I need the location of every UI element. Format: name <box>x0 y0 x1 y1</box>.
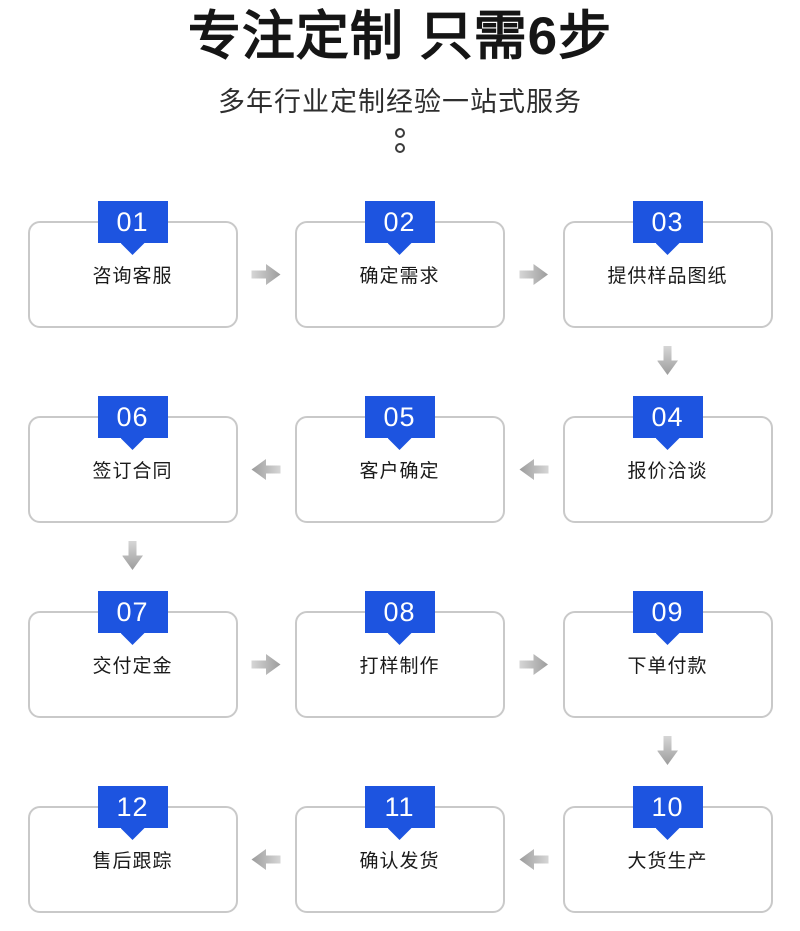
step-number: 12 <box>116 791 149 822</box>
step-number: 09 <box>651 596 684 627</box>
flow-row-4: 售后跟踪 12 确认发货 11 <box>27 786 773 913</box>
step-number: 06 <box>116 401 149 432</box>
step-number: 03 <box>651 206 684 237</box>
step-label: 确定需求 <box>359 266 440 287</box>
arrow-cell <box>238 201 295 328</box>
arrow-down-icon <box>657 736 678 765</box>
arrow-down-icon <box>122 541 143 570</box>
arrow-right-icon <box>251 264 281 285</box>
arrow-down-icon <box>657 346 678 375</box>
arrow-cell <box>505 591 563 718</box>
step-card-04: 报价洽谈 04 <box>562 396 773 523</box>
step-number: 01 <box>116 206 149 237</box>
arrow-cell <box>238 591 295 718</box>
arrow-cell <box>505 201 563 328</box>
connector-row-3 <box>28 718 773 786</box>
arrow-cell <box>505 396 563 523</box>
step-card-02: 确定需求 02 <box>294 201 505 328</box>
ring-dot-icon <box>395 128 405 138</box>
step-label: 售后跟踪 <box>92 851 173 872</box>
step-label: 打样制作 <box>359 656 440 677</box>
down-arrow-cell <box>563 718 773 786</box>
colon-dots-icon <box>0 128 800 153</box>
step-number: 11 <box>384 791 415 822</box>
arrow-left-icon <box>252 849 281 870</box>
arrow-right-icon <box>251 654 281 675</box>
down-arrow-cell <box>28 523 238 591</box>
step-number-badge: 03 <box>632 201 703 255</box>
arrow-left-icon <box>519 459 548 480</box>
step-card-08: 打样制作 08 <box>294 591 505 718</box>
step-label: 报价洽谈 <box>627 461 708 482</box>
step-number-badge: 01 <box>97 201 168 255</box>
process-infographic: 专注定制 只需6步 多年行业定制经验一站式服务 咨询客服 01 确定需求 <box>0 6 800 931</box>
step-number-badge: 05 <box>364 396 435 450</box>
step-number-badge: 07 <box>97 591 168 645</box>
step-label: 提供样品图纸 <box>607 266 728 287</box>
arrow-left-icon <box>252 459 281 480</box>
arrow-cell <box>238 396 295 523</box>
step-number: 05 <box>383 401 416 432</box>
step-label: 签订合同 <box>92 461 173 482</box>
step-card-09: 下单付款 09 <box>562 591 773 718</box>
arrow-right-icon <box>519 264 548 285</box>
down-arrow-cell <box>563 328 773 396</box>
step-card-03: 提供样品图纸 03 <box>562 201 773 328</box>
page-subtitle: 多年行业定制经验一站式服务 <box>218 87 582 117</box>
page-title: 专注定制 只需6步 <box>187 7 613 66</box>
step-number-badge: 08 <box>364 591 435 645</box>
step-number: 02 <box>383 206 416 237</box>
step-label: 客户确定 <box>359 461 440 482</box>
step-number: 04 <box>651 401 684 432</box>
step-number: 10 <box>651 791 684 822</box>
step-label: 确认发货 <box>359 851 440 872</box>
step-label: 咨询客服 <box>92 266 173 287</box>
step-number-badge: 04 <box>632 396 703 450</box>
step-card-05: 客户确定 05 <box>294 396 505 523</box>
flow-row-3: 交付定金 07 打样制作 08 <box>27 591 773 718</box>
step-card-06: 签订合同 06 <box>27 396 238 523</box>
arrow-right-icon <box>519 654 548 675</box>
step-number-badge: 10 <box>632 786 703 840</box>
step-number-badge: 11 <box>364 786 435 840</box>
step-box: 客户确定 <box>294 416 505 523</box>
step-label: 下单付款 <box>627 656 708 677</box>
step-card-07: 交付定金 07 <box>27 591 238 718</box>
step-number-badge: 09 <box>632 591 703 645</box>
step-number-badge: 02 <box>364 201 435 255</box>
step-number-badge: 12 <box>97 786 168 840</box>
step-label: 交付定金 <box>92 656 173 677</box>
arrow-cell <box>505 786 563 913</box>
arrow-left-icon <box>519 849 548 870</box>
step-card-01: 咨询客服 01 <box>27 201 238 328</box>
connector-row-1 <box>28 328 773 396</box>
arrow-cell <box>238 786 295 913</box>
ring-dot-icon <box>395 143 405 153</box>
step-card-12: 售后跟踪 12 <box>27 786 238 913</box>
step-card-10: 大货生产 10 <box>562 786 773 913</box>
connector-row-2 <box>28 523 773 591</box>
step-card-11: 确认发货 11 <box>294 786 505 913</box>
step-number-badge: 06 <box>97 396 168 450</box>
step-label: 大货生产 <box>627 851 708 872</box>
flow-row-2: 签订合同 06 客户确定 05 <box>27 396 773 523</box>
step-number: 07 <box>116 596 149 627</box>
flow-row-1: 咨询客服 01 确定需求 02 <box>27 201 773 328</box>
process-flow: 咨询客服 01 确定需求 02 <box>27 201 773 913</box>
step-number: 08 <box>383 596 416 627</box>
